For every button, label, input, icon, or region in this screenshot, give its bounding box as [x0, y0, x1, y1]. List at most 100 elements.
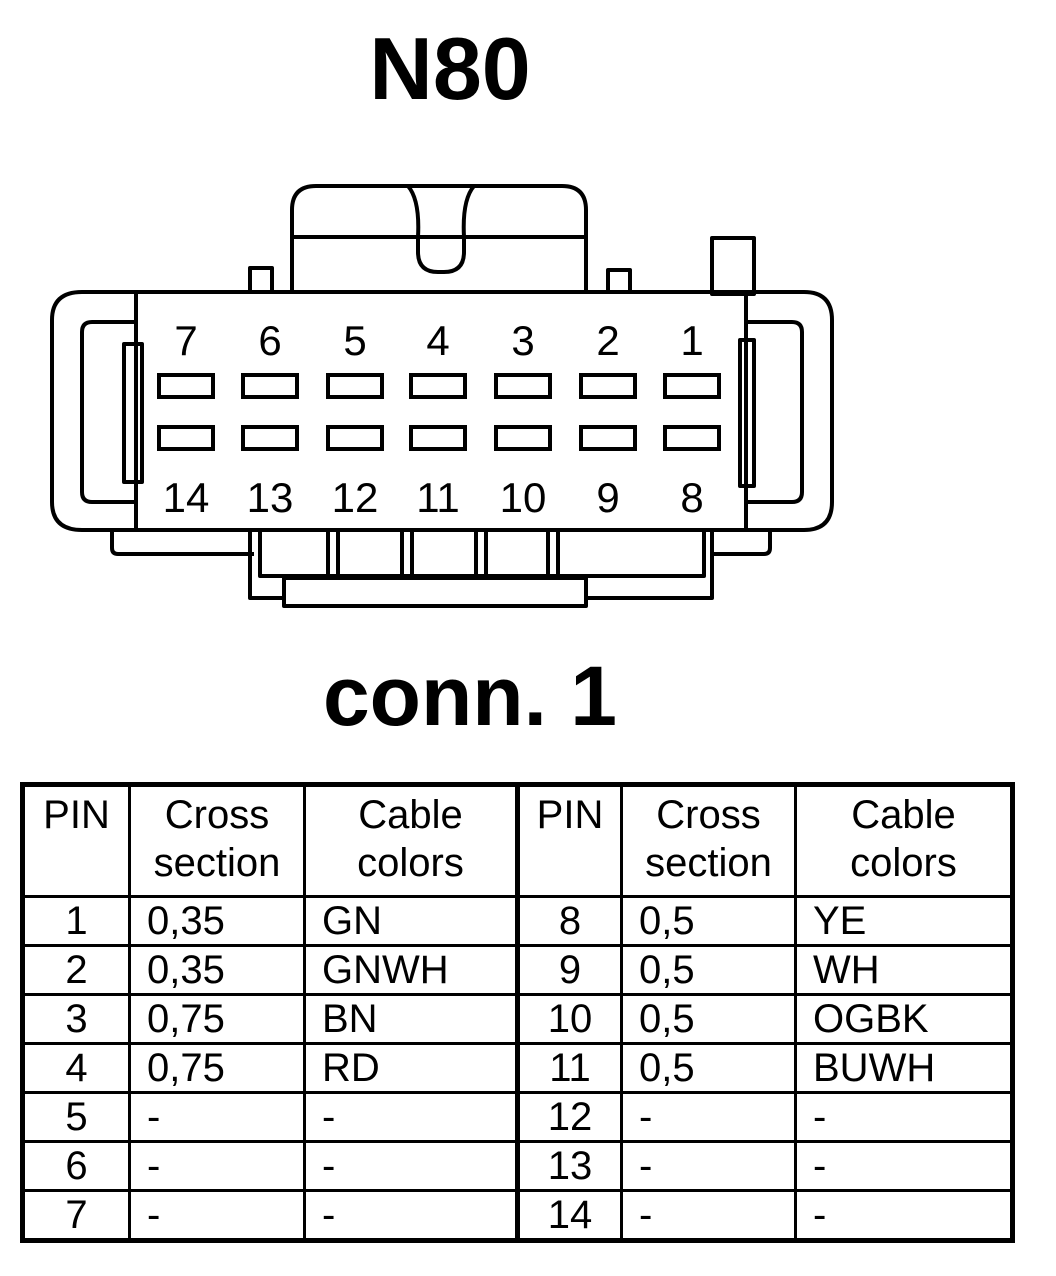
pin-cell: 10	[516, 993, 623, 1045]
header-pin: PIN	[21, 783, 131, 898]
cross-section-cell: 0,5	[620, 1042, 797, 1094]
connector-diagram: 7 6 5 4 3 2 1 14 13 12 11 10 9 8	[50, 184, 834, 608]
pin-cell: 5	[21, 1091, 131, 1143]
cross-section-cell: 0,5	[620, 944, 797, 996]
pin-slot	[326, 425, 384, 451]
pin-number-label: 13	[247, 474, 294, 521]
cable-color-cell: -	[794, 1091, 1014, 1143]
header-cross-label-2: section	[645, 841, 772, 885]
cable-color-cell: -	[303, 1140, 520, 1192]
cross-section-cell: 0,5	[620, 895, 797, 947]
cable-color-cell: OGBK	[794, 993, 1014, 1045]
cable-color-cell: BUWH	[794, 1042, 1014, 1094]
cable-color-cell: BN	[303, 993, 520, 1045]
cable-color-cell: GNWH	[303, 944, 520, 996]
cross-section-cell: -	[128, 1091, 306, 1143]
pin-number-label: 4	[426, 317, 449, 364]
pin-slot	[157, 373, 215, 399]
connector-latch	[290, 184, 588, 290]
pin-cell: 8	[516, 895, 623, 947]
table-row: 5 - - 12 - -	[21, 1091, 1014, 1143]
pin-slot	[494, 425, 552, 451]
pin-cell: 2	[21, 944, 131, 996]
cross-section-cell: 0,35	[128, 944, 306, 996]
pin-number-label: 6	[258, 317, 281, 364]
pin-cell: 4	[21, 1042, 131, 1094]
cross-section-cell: -	[128, 1189, 306, 1242]
connector-subtitle: conn. 1	[322, 649, 618, 743]
header-cable-label-2: colors	[850, 841, 957, 885]
cable-color-cell: GN	[303, 895, 520, 947]
pin-cell: 14	[516, 1189, 623, 1242]
cross-section-cell: 0,35	[128, 895, 306, 947]
cable-color-cell: -	[794, 1189, 1014, 1242]
pin-slot	[241, 373, 299, 399]
cross-section-cell: -	[620, 1140, 797, 1192]
table-row: 2 0,35 GNWH 9 0,5 WH	[21, 944, 1014, 996]
pin-cell: 9	[516, 944, 623, 996]
header-pin-label: PIN	[536, 793, 604, 837]
pin-cell: 13	[516, 1140, 623, 1192]
pin-slot	[157, 425, 215, 451]
pin-number-label: 9	[596, 474, 619, 521]
pin-slot	[579, 425, 637, 451]
cross-section-cell: -	[620, 1091, 797, 1143]
connector-bottom-plate	[282, 576, 588, 608]
table-row: 4 0,75 RD 11 0,5 BUWH	[21, 1042, 1014, 1094]
cable-color-cell: WH	[794, 944, 1014, 996]
pin-cell: 3	[21, 993, 131, 1045]
cable-color-cell: -	[794, 1140, 1014, 1192]
header-pin-label: PIN	[43, 793, 110, 837]
pin-number-label: 14	[163, 474, 210, 521]
pin-slot	[663, 425, 721, 451]
pin-slot	[241, 425, 299, 451]
pin-number-label: 10	[500, 474, 547, 521]
pin-slot	[326, 373, 384, 399]
pin-number-label: 2	[596, 317, 619, 364]
pin-number-label: 7	[174, 317, 197, 364]
connector-body	[50, 290, 834, 532]
pin-cell: 11	[516, 1042, 623, 1094]
cable-color-cell: YE	[794, 895, 1014, 947]
table-row: 3 0,75 BN 10 0,5 OGBK	[21, 993, 1014, 1045]
connector-post	[710, 236, 756, 296]
pin-number-label: 11	[416, 474, 460, 521]
cross-section-cell: 0,75	[128, 1042, 306, 1094]
cross-section-cell: -	[128, 1140, 306, 1192]
pin-slot	[663, 373, 721, 399]
pin-slot	[579, 373, 637, 399]
pin-slot	[409, 373, 467, 399]
pin-cell: 7	[21, 1189, 131, 1242]
table-row: 6 - - 13 - -	[21, 1140, 1014, 1192]
header-cable-label-1: Cable	[851, 793, 956, 837]
connector-post	[248, 266, 274, 294]
cross-section-cell: -	[620, 1189, 797, 1242]
header-pin: PIN	[516, 783, 623, 898]
header-cable-label-2: colors	[357, 841, 464, 885]
cable-color-cell: -	[303, 1189, 520, 1242]
table-row: 7 - - 14 - -	[21, 1189, 1014, 1242]
connector-post	[606, 268, 632, 294]
pin-cell: 6	[21, 1140, 131, 1192]
pin-slot	[409, 425, 467, 451]
connector-title: N80	[369, 19, 531, 118]
pin-number-label: 5	[343, 317, 366, 364]
pin-number-label: 12	[332, 474, 379, 521]
pin-number-label: 1	[680, 317, 703, 364]
pin-slot	[494, 373, 552, 399]
pin-cell: 12	[516, 1091, 623, 1143]
table-row: 1 0,35 GN 8 0,5 YE	[21, 895, 1014, 947]
cross-section-cell: 0,5	[620, 993, 797, 1045]
pin-number-label: 3	[511, 317, 534, 364]
pin-cell: 1	[21, 895, 131, 947]
cable-color-cell: RD	[303, 1042, 520, 1094]
pin-number-label: 8	[680, 474, 703, 521]
header-cable-label-1: Cable	[358, 793, 463, 837]
header-cross-label-1: Cross	[164, 793, 270, 837]
